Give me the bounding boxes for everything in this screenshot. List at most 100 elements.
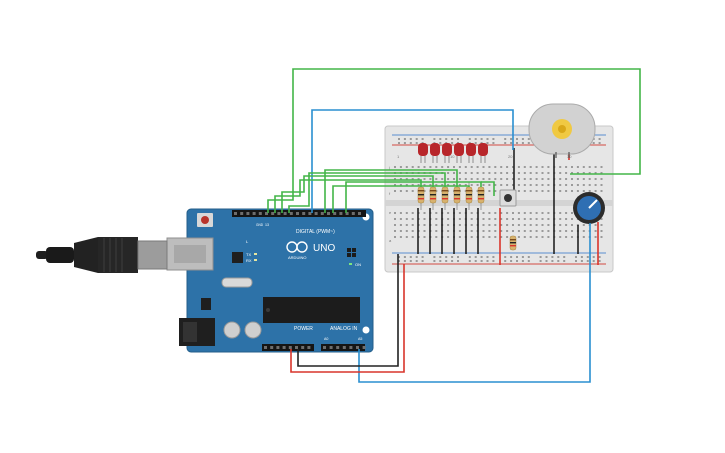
led-2[interactable]	[430, 143, 440, 163]
hole	[594, 236, 597, 238]
hole	[576, 184, 579, 186]
capacitor	[223, 321, 241, 339]
rail-hole	[516, 260, 518, 262]
hole	[547, 172, 550, 174]
hole	[559, 224, 562, 226]
hole	[494, 166, 497, 168]
pin	[296, 212, 299, 215]
wire-green-led-signals	[274, 169, 495, 213]
hole	[464, 166, 467, 168]
hole	[582, 236, 585, 238]
rail-hole	[575, 256, 577, 258]
rail-hole	[421, 260, 424, 262]
hole	[458, 172, 461, 174]
hole	[500, 184, 503, 186]
hole	[399, 230, 402, 232]
hole	[523, 236, 526, 238]
hole	[582, 190, 585, 192]
rail-hole	[439, 256, 442, 258]
hole	[488, 190, 491, 192]
pin	[320, 212, 324, 215]
rail-hole	[563, 256, 566, 258]
green-wire	[281, 175, 434, 213]
hole	[512, 212, 514, 214]
hole	[565, 236, 568, 238]
reset-button[interactable]	[197, 213, 213, 227]
atmega328p-chip	[263, 297, 360, 323]
hole	[529, 166, 532, 168]
resistor-7[interactable]	[509, 235, 517, 251]
rail-hole	[598, 142, 601, 144]
hole	[582, 178, 585, 180]
hole	[423, 224, 426, 226]
resistor-5[interactable]	[465, 182, 473, 210]
pin-label-gnd: GND	[256, 223, 264, 227]
hole	[476, 178, 479, 180]
pin	[345, 212, 349, 215]
led-5[interactable]	[466, 143, 476, 163]
hole	[517, 178, 520, 180]
pin	[327, 212, 330, 215]
hole	[512, 184, 514, 186]
led-3[interactable]	[442, 143, 452, 163]
hole	[394, 236, 396, 238]
resistor-1[interactable]	[417, 182, 425, 210]
pin-label-13: 13	[265, 223, 269, 227]
board-model: UNO	[313, 243, 335, 254]
pin	[356, 346, 359, 349]
led-4[interactable]	[454, 143, 464, 163]
hole	[576, 166, 579, 168]
rail-hole	[592, 256, 595, 258]
rail-hole	[409, 260, 412, 262]
rail-hole	[504, 138, 507, 140]
hole	[399, 178, 402, 180]
rail-hole	[586, 260, 589, 262]
led-6[interactable]	[478, 143, 488, 163]
board-l-label: L	[246, 239, 249, 244]
pushbutton[interactable]	[499, 189, 517, 207]
rail-hole	[504, 260, 507, 262]
hole	[429, 184, 432, 186]
hole	[529, 230, 532, 232]
hole	[559, 178, 562, 180]
tx-led	[254, 253, 257, 255]
potentiometer[interactable]	[573, 192, 605, 224]
hole	[523, 224, 526, 226]
arduino-uno-board: TX RX L ON DIGITAL (PWM~) ARDUINO UNO PO…	[166, 208, 374, 353]
led-1[interactable]	[418, 143, 428, 163]
hole	[417, 166, 420, 168]
resistor-array	[417, 182, 485, 210]
dc-barrel-jack	[179, 318, 215, 346]
dc-motor[interactable]	[528, 103, 596, 158]
hole	[547, 212, 550, 214]
rx-led	[254, 259, 257, 261]
hole	[458, 230, 461, 232]
hole	[435, 212, 438, 214]
hole	[488, 236, 491, 238]
hole	[423, 166, 426, 168]
hole	[423, 212, 426, 214]
hole	[559, 218, 562, 220]
column-number: 20	[508, 154, 513, 159]
hole	[435, 166, 438, 168]
hole	[571, 178, 573, 180]
hole	[600, 190, 603, 192]
pin	[307, 346, 311, 349]
pin	[246, 212, 250, 215]
hole	[559, 230, 562, 232]
hole	[594, 190, 597, 192]
hole	[470, 212, 473, 214]
hole	[447, 178, 450, 180]
hole	[547, 166, 550, 168]
hole	[582, 172, 585, 174]
hole	[441, 184, 444, 186]
hole	[476, 172, 479, 174]
pin	[333, 212, 337, 215]
hole	[523, 190, 526, 192]
hole	[482, 178, 485, 180]
hole	[423, 218, 426, 220]
hole	[594, 172, 597, 174]
hole	[571, 230, 573, 232]
rail-hole	[486, 138, 489, 140]
